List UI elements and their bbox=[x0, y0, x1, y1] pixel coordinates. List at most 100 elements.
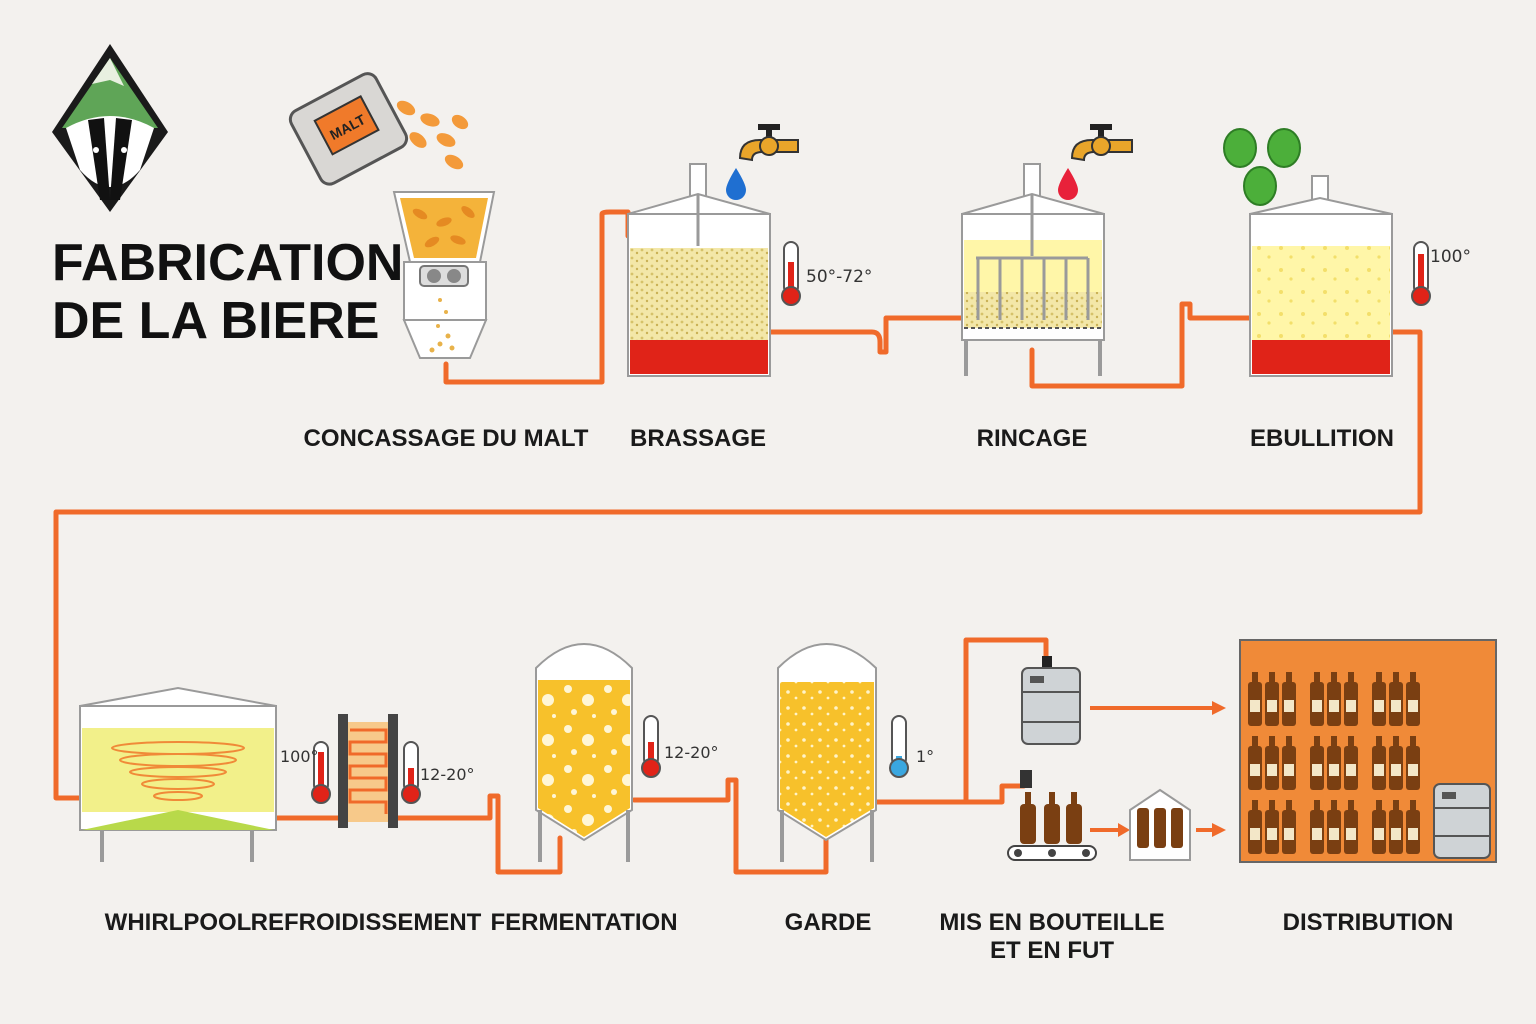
temp-whirlpool-in: 100° bbox=[280, 747, 319, 766]
bottle-label bbox=[1346, 764, 1356, 776]
bottle-label bbox=[1312, 828, 1322, 840]
bottle-icon bbox=[1286, 672, 1292, 684]
bottle-icon bbox=[1331, 736, 1337, 748]
bottle-label bbox=[1408, 700, 1418, 712]
bottle-label bbox=[1312, 764, 1322, 776]
bottle-label bbox=[1346, 700, 1356, 712]
bottle-label bbox=[1284, 700, 1294, 712]
bottle-icon bbox=[1020, 792, 1082, 844]
step-label-garde: GARDE bbox=[785, 909, 872, 936]
pipe-malt-to-brassage bbox=[443, 209, 631, 385]
keg-icon bbox=[1021, 656, 1081, 745]
malt-bag-icon: MALT bbox=[288, 72, 409, 186]
thermometer-icon bbox=[641, 715, 661, 778]
bottle-icon bbox=[1410, 736, 1416, 748]
step-label-distribution: DISTRIBUTION bbox=[1283, 909, 1454, 936]
bottle-icon bbox=[1269, 800, 1275, 812]
garde-tank bbox=[777, 643, 877, 862]
thermometer-icon bbox=[401, 741, 421, 804]
temp-fermentation: 12-20° bbox=[664, 743, 719, 762]
bottle-icon bbox=[1376, 800, 1382, 812]
bottle-icon bbox=[1286, 800, 1292, 812]
temp-ebullition: 100° bbox=[1430, 247, 1471, 267]
bottle-label bbox=[1408, 828, 1418, 840]
bottle-label bbox=[1250, 764, 1260, 776]
bottle-label bbox=[1284, 828, 1294, 840]
bottle-label bbox=[1250, 700, 1260, 712]
bottle-icon bbox=[1314, 672, 1320, 684]
thermometer-icon bbox=[1411, 241, 1431, 306]
step-label-bottling-1: MIS EN BOUTEILLE bbox=[939, 909, 1164, 936]
bottle-icon bbox=[1286, 736, 1292, 748]
step-label-fermentation: FERMENTATION bbox=[490, 909, 677, 936]
thermometer-icon bbox=[889, 715, 909, 778]
ebullition-vessel bbox=[1249, 175, 1393, 377]
bottle-icon bbox=[1376, 672, 1382, 684]
bottle-icon bbox=[1348, 800, 1354, 812]
distribution-warehouse bbox=[1239, 639, 1497, 863]
bottle-icon bbox=[1269, 736, 1275, 748]
title-line1: FABRICATION bbox=[52, 234, 403, 292]
bottle-label bbox=[1391, 764, 1401, 776]
bottle-icon bbox=[1252, 736, 1258, 748]
temp-garde: 1° bbox=[916, 747, 934, 766]
step-label-rincage: RINCAGE bbox=[977, 425, 1088, 452]
bottle-label bbox=[1329, 828, 1339, 840]
temp-brassage: 50°-72° bbox=[806, 267, 872, 287]
bottle-icon bbox=[1393, 672, 1399, 684]
bottle-label bbox=[1391, 828, 1401, 840]
bottle-icon bbox=[1314, 736, 1320, 748]
pipe-brassage-to-rincage bbox=[767, 315, 965, 355]
bottle-icon bbox=[1348, 736, 1354, 748]
bottle-icon bbox=[1348, 672, 1354, 684]
bottle-icon bbox=[1331, 800, 1337, 812]
heat-exchanger bbox=[338, 714, 398, 828]
bottle-label bbox=[1267, 828, 1277, 840]
bottle-label bbox=[1250, 828, 1260, 840]
bottle-grid bbox=[1248, 672, 1420, 854]
pipe-rincage-to-ebullition bbox=[1029, 301, 1253, 389]
malt-mill bbox=[392, 191, 496, 359]
whirlpool-vessel bbox=[79, 686, 277, 862]
temp-refroid-out: 12-20° bbox=[420, 765, 475, 784]
bottle-label bbox=[1408, 764, 1418, 776]
bottle-icon bbox=[1410, 800, 1416, 812]
step-label-bottling-2: ET EN FUT bbox=[990, 937, 1114, 964]
bottle-label bbox=[1329, 700, 1339, 712]
bottle-label bbox=[1346, 828, 1356, 840]
badger-mountain-logo bbox=[52, 44, 168, 212]
bottling-line bbox=[1007, 770, 1097, 861]
bottle-label bbox=[1374, 828, 1384, 840]
bottle-label bbox=[1267, 764, 1277, 776]
thermometer-icon bbox=[781, 241, 801, 306]
bottle-icon bbox=[1376, 736, 1382, 748]
fermentation-tank bbox=[535, 643, 633, 862]
bottle-icon bbox=[1252, 672, 1258, 684]
bottle-icon bbox=[1331, 672, 1337, 684]
step-label-concassage: CONCASSAGE DU MALT bbox=[304, 425, 589, 452]
bottle-icon bbox=[1314, 800, 1320, 812]
title-line2: DE LA BIERE bbox=[52, 292, 379, 350]
brassage-vessel bbox=[627, 163, 771, 377]
tap-icon bbox=[738, 124, 799, 162]
step-label-ebullition: EBULLITION bbox=[1250, 425, 1394, 452]
bottle-label bbox=[1329, 764, 1339, 776]
bottle-label bbox=[1374, 700, 1384, 712]
step-label-refroidissement: REFROIDISSEMENT bbox=[251, 909, 482, 936]
pipe-refroid-to-fermentation bbox=[395, 793, 563, 875]
crate-icon bbox=[1129, 788, 1191, 861]
bottle-label bbox=[1284, 764, 1294, 776]
water-drop-icon bbox=[726, 168, 746, 200]
step-label-brassage: BRASSAGE bbox=[630, 425, 766, 452]
bottle-label bbox=[1267, 700, 1277, 712]
water-drop-icon bbox=[1058, 168, 1078, 200]
pipe-garde-to-bottling bbox=[963, 783, 1027, 805]
hop-icon bbox=[1223, 128, 1301, 206]
bottle-label bbox=[1374, 764, 1384, 776]
bottle-icon bbox=[1393, 800, 1399, 812]
pipe-garde-to-keg bbox=[873, 637, 1049, 805]
bottle-label bbox=[1312, 700, 1322, 712]
tap-icon bbox=[1070, 124, 1133, 162]
